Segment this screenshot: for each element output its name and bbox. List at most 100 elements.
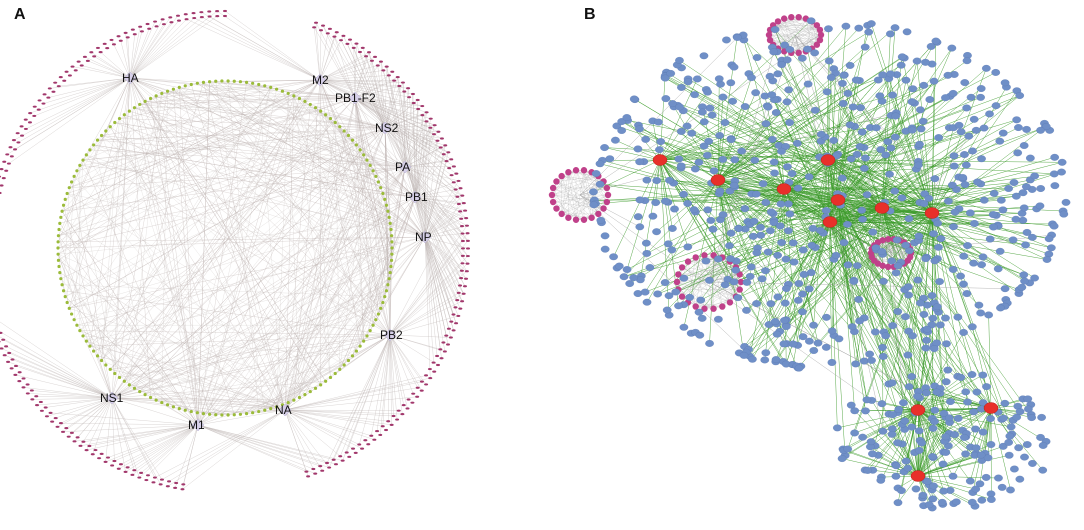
blue-node bbox=[793, 296, 803, 304]
blue-node bbox=[967, 371, 977, 378]
blue-node bbox=[1023, 395, 1033, 403]
blue-node bbox=[769, 48, 779, 56]
outer-ring-node bbox=[79, 64, 84, 67]
inner-ring-node bbox=[108, 125, 112, 129]
outer-ring-node bbox=[373, 55, 378, 58]
blue-node bbox=[931, 37, 941, 45]
blue-node bbox=[891, 269, 901, 277]
blue-node bbox=[683, 78, 693, 86]
cluster-node bbox=[726, 299, 734, 306]
blue-node bbox=[668, 100, 677, 108]
blue-node bbox=[832, 424, 842, 432]
blue-node bbox=[896, 61, 906, 69]
blue-node bbox=[834, 335, 844, 343]
inner-ring-node bbox=[160, 400, 164, 405]
outer-ring-node bbox=[92, 55, 97, 58]
blue-node bbox=[941, 94, 950, 102]
hub-node bbox=[822, 216, 838, 228]
blue-node bbox=[921, 344, 931, 352]
outer-ring-node bbox=[191, 11, 196, 15]
panel-b-hub-nodes bbox=[652, 154, 999, 482]
blue-node bbox=[824, 25, 833, 33]
cluster-node bbox=[813, 22, 821, 29]
blue-node bbox=[683, 243, 693, 251]
blue-node bbox=[779, 340, 789, 348]
inner-ring-node bbox=[338, 367, 342, 371]
blue-node bbox=[668, 225, 677, 232]
blue-node bbox=[600, 232, 610, 240]
blue-node bbox=[589, 201, 599, 209]
blue-node bbox=[854, 295, 863, 303]
inner-ring-node bbox=[365, 334, 369, 338]
cluster-node bbox=[780, 15, 788, 22]
outer-ring-node bbox=[25, 383, 30, 386]
outer-ring-node bbox=[51, 90, 56, 93]
outer-ring-node bbox=[41, 102, 46, 105]
outer-ring-node bbox=[446, 327, 451, 330]
inner-ring-node bbox=[56, 234, 61, 238]
outer-ring-node bbox=[439, 357, 444, 360]
blue-node bbox=[803, 45, 812, 53]
inner-ring-node bbox=[346, 133, 351, 138]
outer-ring-node bbox=[438, 348, 443, 351]
outer-ring-node bbox=[390, 70, 395, 73]
outer-ring-node bbox=[167, 480, 172, 483]
blue-node bbox=[868, 450, 877, 458]
blue-node bbox=[914, 232, 924, 240]
inner-ring-node bbox=[313, 106, 318, 110]
blue-node bbox=[781, 255, 791, 263]
outer-ring-node bbox=[400, 81, 405, 84]
inner-ring-node bbox=[384, 289, 389, 293]
blue-node bbox=[635, 158, 644, 166]
inner-ring-node bbox=[220, 413, 224, 417]
blue-node bbox=[654, 118, 663, 126]
blue-node bbox=[933, 303, 942, 311]
outer-ring-node bbox=[321, 24, 326, 27]
outer-ring-node bbox=[454, 322, 459, 325]
blue-node bbox=[1049, 222, 1059, 230]
blue-node bbox=[1028, 459, 1037, 467]
outer-ring-node bbox=[436, 130, 441, 133]
blue-node bbox=[968, 147, 977, 155]
blue-node bbox=[858, 215, 867, 223]
cluster-node bbox=[603, 184, 611, 192]
blue-node bbox=[891, 462, 901, 470]
outer-ring-node bbox=[21, 377, 26, 380]
blue-node bbox=[916, 299, 925, 307]
blue-node bbox=[971, 126, 981, 134]
inner-ring-node bbox=[386, 283, 390, 287]
blue-node bbox=[960, 79, 970, 87]
blue-node bbox=[862, 396, 872, 404]
blue-node bbox=[671, 288, 681, 296]
blue-node bbox=[1036, 126, 1045, 134]
blue-node bbox=[705, 276, 714, 284]
outer-ring-node bbox=[465, 232, 470, 235]
blue-node bbox=[769, 158, 779, 166]
inner-ring-node bbox=[232, 413, 236, 417]
outer-ring-node bbox=[223, 9, 227, 13]
blue-node bbox=[674, 155, 684, 163]
blue-node bbox=[1037, 413, 1046, 421]
blue-node bbox=[977, 155, 986, 163]
blue-node bbox=[653, 290, 662, 298]
blue-node bbox=[782, 56, 792, 64]
blue-node bbox=[705, 339, 714, 347]
inner-ring-node bbox=[365, 158, 369, 162]
blue-node bbox=[919, 81, 929, 89]
cluster-node bbox=[774, 18, 782, 25]
outer-ring-node bbox=[123, 31, 128, 34]
outer-ring-node bbox=[304, 470, 309, 473]
outer-ring-node bbox=[318, 465, 323, 468]
blue-node bbox=[773, 70, 783, 78]
inner-ring-node bbox=[214, 413, 218, 417]
inner-ring-node bbox=[286, 91, 290, 96]
blue-node bbox=[1004, 451, 1014, 459]
blue-node bbox=[870, 328, 880, 336]
segment-label-pb1-f2: PB1-F2 bbox=[335, 91, 376, 105]
blue-node bbox=[746, 263, 756, 271]
segment-label-pb2: PB2 bbox=[380, 328, 403, 342]
blue-node bbox=[1035, 202, 1045, 210]
blue-node bbox=[994, 474, 1003, 482]
outer-ring-node bbox=[410, 401, 415, 404]
inner-ring-node bbox=[59, 277, 63, 281]
